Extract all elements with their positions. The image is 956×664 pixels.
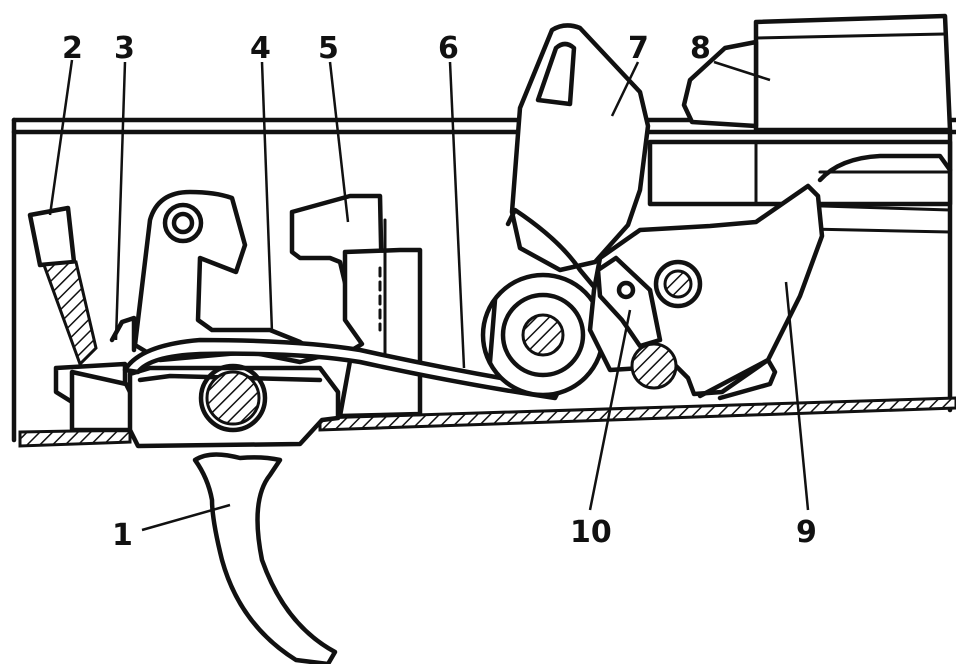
leader-3 — [114, 61, 127, 341]
leader-6 — [448, 61, 466, 369]
leader-9 — [784, 281, 810, 511]
callout-4: 4 — [250, 31, 271, 66]
part-1-trigger — [127, 363, 341, 664]
leader-2 — [48, 59, 74, 216]
part-4-hammer — [132, 189, 325, 365]
part-2-lever — [27, 205, 98, 367]
callout-labels: 1 2 3 4 5 6 7 8 9 10 — [62, 31, 817, 553]
callout-5: 5 — [318, 31, 339, 66]
leader-4 — [260, 61, 274, 333]
leader-8 — [713, 60, 771, 82]
callout-10: 10 — [570, 515, 612, 550]
part-5-sear — [289, 193, 423, 419]
leader-10 — [588, 309, 632, 511]
callout-7: 7 — [628, 31, 649, 66]
leader-7 — [610, 61, 640, 117]
callout-8: 8 — [690, 31, 711, 66]
part-7-lever — [480, 23, 651, 398]
callout-2: 2 — [62, 31, 83, 66]
callout-9: 9 — [796, 515, 817, 550]
part-10-link — [595, 255, 663, 349]
leader-1 — [141, 503, 231, 532]
leader-5 — [328, 61, 350, 223]
callout-6: 6 — [438, 31, 459, 66]
part-3-block — [53, 315, 143, 433]
callout-3: 3 — [114, 31, 135, 66]
leader-lines — [48, 59, 810, 532]
callout-1: 1 — [112, 518, 133, 553]
